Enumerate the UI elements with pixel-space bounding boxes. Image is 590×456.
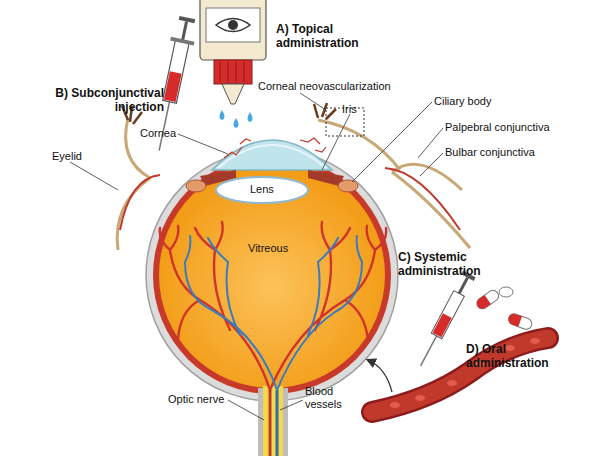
part-label: Optic nerve (168, 393, 224, 406)
pills (507, 312, 533, 331)
blood-vessel (390, 402, 400, 408)
syringe (459, 278, 467, 294)
part-label: Palpebral conjunctiva (445, 121, 550, 134)
optic-nerve (258, 386, 288, 456)
pills (507, 312, 533, 331)
leader-line (418, 128, 443, 158)
delivery-arrow (368, 360, 392, 392)
eye-drop-bottle (236, 62, 237, 82)
eye-drop-bottle (244, 62, 245, 82)
cornea (212, 140, 332, 170)
syringe (179, 16, 195, 23)
eye-drops (220, 110, 225, 120)
part-label: Cornea (140, 127, 176, 140)
eye-drop-bottle (206, 8, 260, 42)
retinal-vessels (277, 236, 362, 390)
syringe (170, 37, 194, 46)
leader-line (322, 114, 350, 170)
route-heading: C) Systemic administration (398, 250, 498, 278)
part-label: Eyelid (52, 150, 82, 163)
blood-vessel (447, 380, 457, 386)
part-label: Bulbar conjunctiva (445, 146, 535, 159)
eye-drop-bottle (228, 20, 238, 30)
ciliary-body (338, 180, 358, 192)
eyeball (153, 156, 391, 394)
leader-line (352, 102, 432, 182)
eye-drop-bottle (222, 84, 244, 104)
blood-vessel (530, 338, 540, 344)
optic-nerve (263, 386, 283, 456)
corneal-vessels (224, 138, 326, 158)
leader-line (70, 162, 118, 190)
eye-drops (234, 118, 239, 128)
retinal-vessels (185, 236, 277, 390)
syringe (163, 40, 190, 104)
route-heading: A) Topical administration (276, 22, 374, 50)
syringe (431, 291, 464, 339)
leader-line (420, 153, 443, 176)
eye-drops (248, 112, 253, 122)
syringe (421, 336, 437, 366)
part-label: Corneal neovascularization (258, 80, 391, 93)
eye-drop-bottle (214, 60, 252, 84)
route-heading: D) Oral administration (466, 342, 558, 370)
blood-vessel (505, 345, 515, 351)
pills (475, 295, 491, 311)
eyeball (146, 149, 398, 401)
syringe (164, 71, 182, 102)
eyelid (392, 172, 470, 248)
eye-drop-bottle (228, 62, 229, 82)
eye-drop-bottle (220, 62, 221, 82)
ciliary-body (186, 180, 206, 192)
eye-drop-bottle (200, 0, 266, 60)
eyelid (314, 103, 336, 119)
conjunctiva (120, 175, 160, 230)
part-label: Iris (342, 103, 357, 116)
syringe (433, 313, 452, 337)
blood-vessel (372, 338, 548, 412)
blood-vessel (415, 395, 425, 401)
part-label: Lens (250, 183, 274, 196)
leader-line (300, 93, 326, 110)
part-label: Blood vessels (305, 385, 355, 411)
pills (475, 287, 534, 331)
pills (499, 287, 513, 297)
optic-nerve (276, 390, 279, 456)
eyelid (117, 178, 150, 250)
optic-nerve (269, 390, 272, 456)
delivery-arrow (368, 360, 392, 392)
blood-vessel (372, 338, 548, 412)
eye-drop-bottle (200, 0, 266, 104)
eyeball (159, 162, 385, 388)
pills (475, 288, 501, 311)
retinal-vessels (160, 222, 387, 390)
lens (216, 177, 308, 203)
pills (507, 312, 522, 326)
eye-drop-bottle (216, 19, 250, 32)
syringe (182, 22, 186, 42)
conjunctiva (385, 168, 460, 230)
eyeball (146, 149, 398, 401)
eye-drops (220, 110, 253, 128)
eyelid (392, 164, 462, 190)
blood-vessel (372, 338, 548, 412)
route-heading: B) Subconjunctival injection (46, 86, 164, 114)
cornea (212, 140, 332, 170)
corneal-vessels (224, 138, 326, 158)
lens (216, 177, 308, 203)
leader-line (178, 134, 228, 154)
leader-line (228, 400, 264, 420)
cornea (218, 145, 326, 168)
leader-line (280, 400, 303, 410)
leader-line (70, 93, 443, 420)
part-label: Ciliary body (434, 95, 491, 108)
pills (475, 288, 501, 311)
part-label: Vitreous (248, 242, 288, 255)
